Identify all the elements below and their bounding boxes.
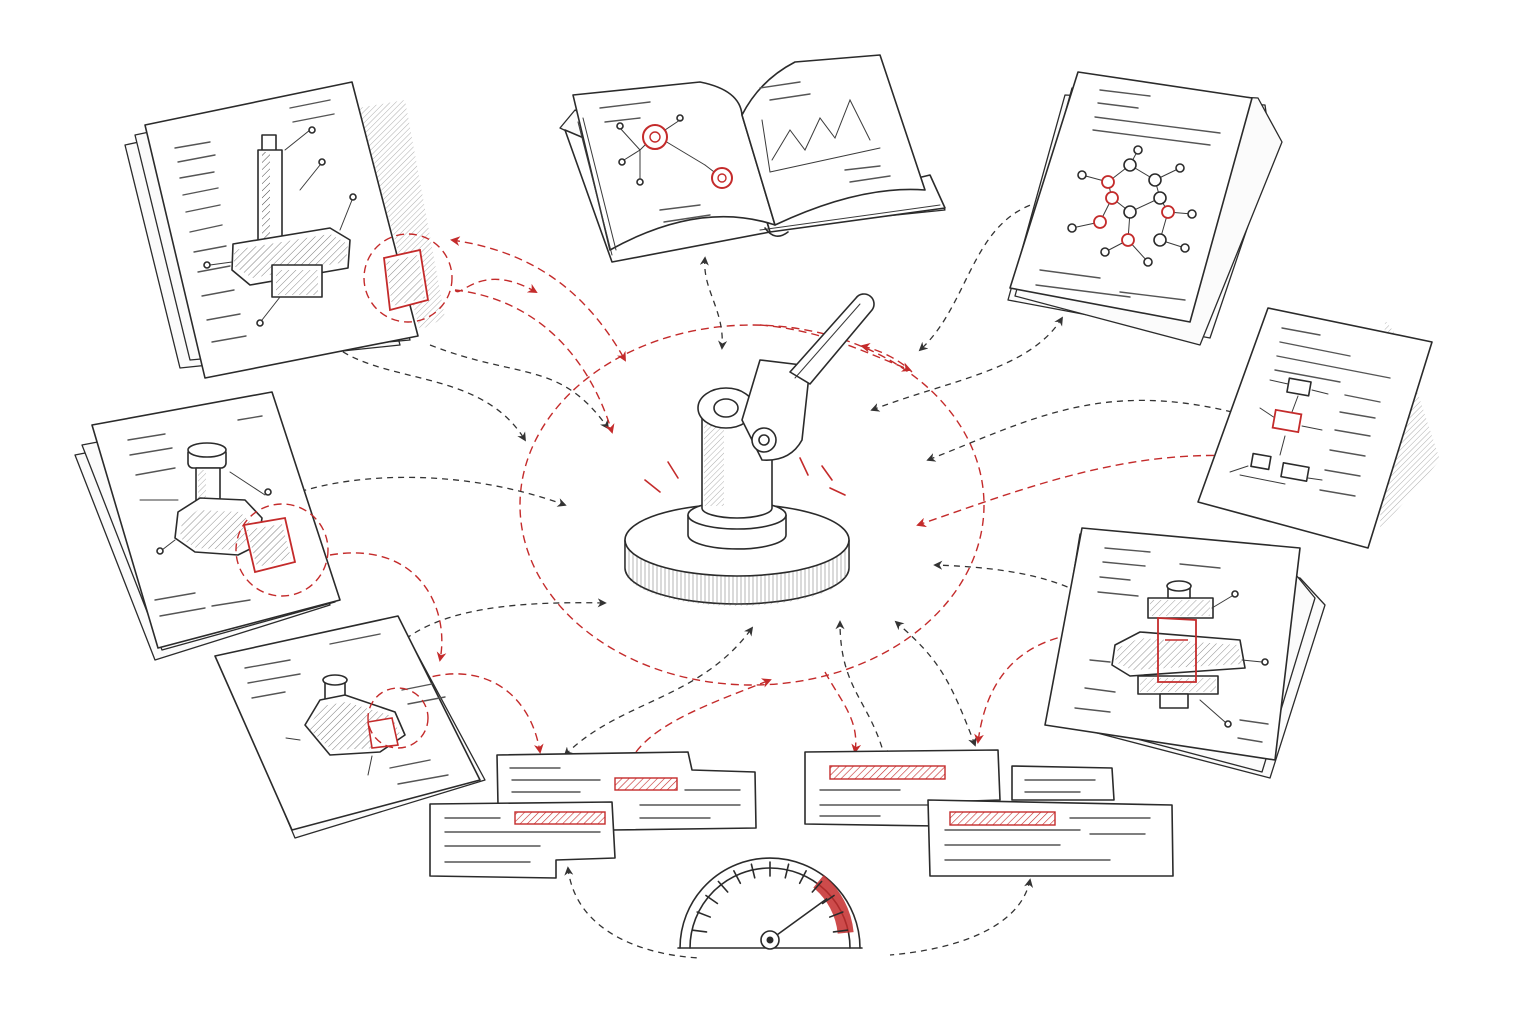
bolt-assembly-drawing-icon xyxy=(1044,527,1326,779)
gauge-tick xyxy=(821,894,835,905)
gauge-tick xyxy=(733,870,742,885)
focus-ring xyxy=(519,324,985,686)
text-snippet-right-small xyxy=(1011,765,1115,801)
gauge-tick xyxy=(696,911,712,918)
gauge-tick xyxy=(832,929,849,933)
gauge-tick xyxy=(717,880,729,893)
molecule-diagram-icon xyxy=(1007,71,1283,346)
joystick-icon xyxy=(624,293,875,606)
text-snippet-right-front xyxy=(927,799,1174,877)
flange-shaft-drawing-icon xyxy=(124,81,453,379)
bearing-drawing-icon xyxy=(214,615,486,839)
text-snippet-left-front xyxy=(429,801,616,879)
text-snippet-left-back xyxy=(496,751,757,831)
gauge-tick xyxy=(811,880,823,893)
gauge-tick xyxy=(798,870,807,885)
gauge-tick xyxy=(784,863,790,879)
open-book-icon xyxy=(559,54,946,263)
gauge-tick xyxy=(691,929,708,933)
bolt-nut-drawing-icon xyxy=(74,391,341,661)
gauge-tick xyxy=(750,863,756,879)
speedometer-gauge-icon xyxy=(677,857,863,950)
gauge-needle xyxy=(769,898,828,941)
flowchart-icon xyxy=(1197,307,1440,549)
gauge-tick xyxy=(828,911,844,918)
gauge-tick xyxy=(705,894,719,905)
